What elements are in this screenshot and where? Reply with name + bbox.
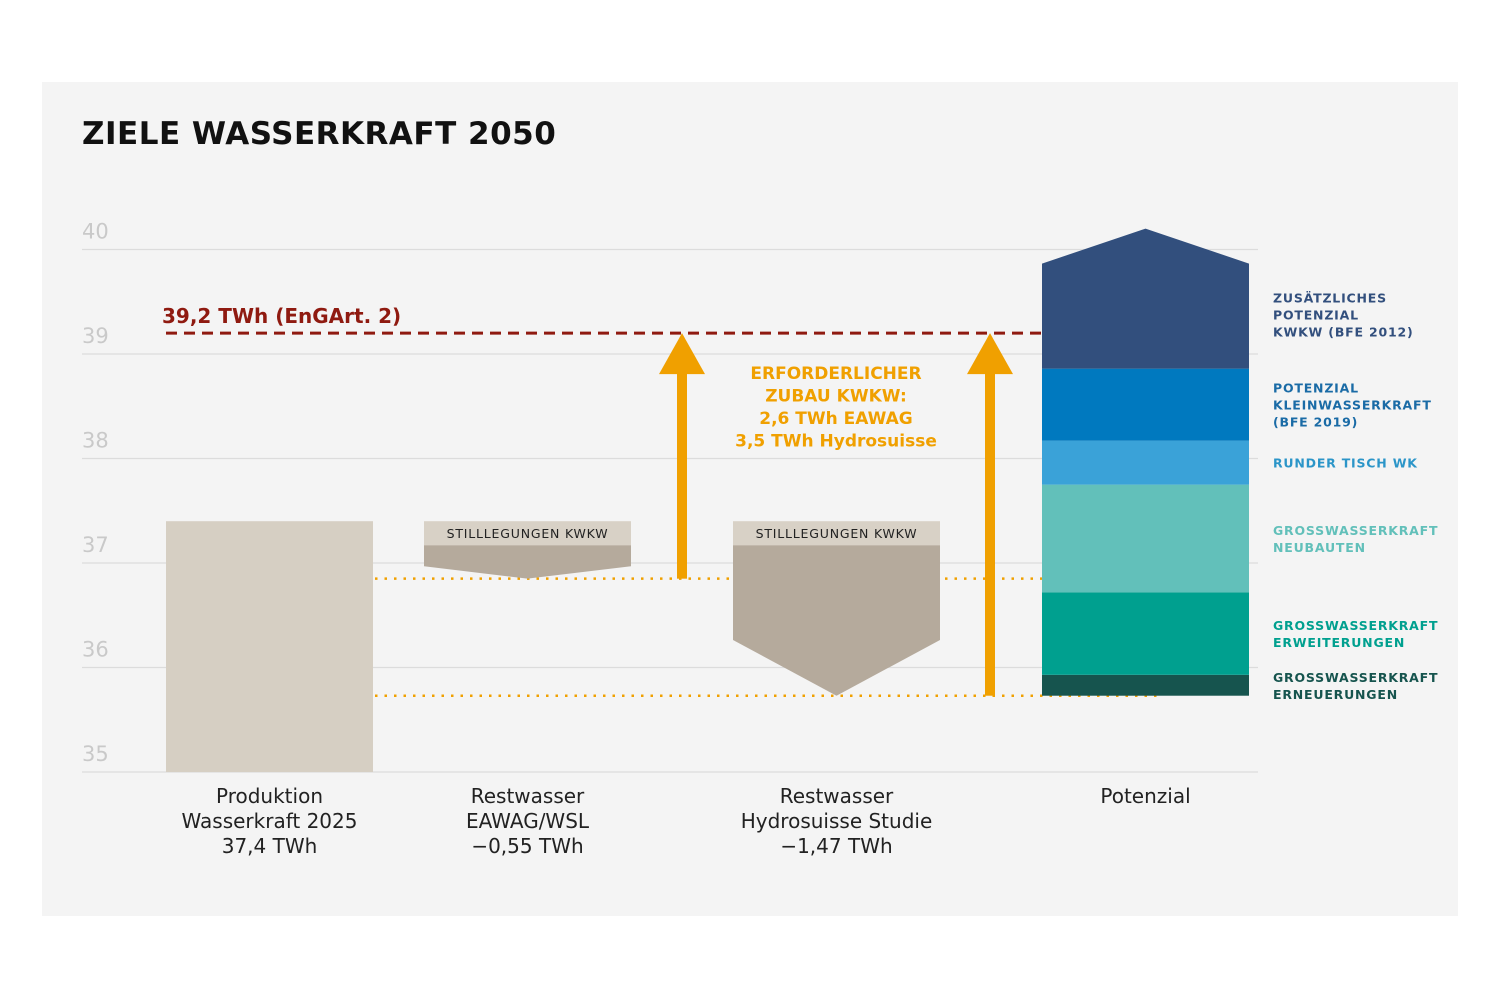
category-label: Potenzial bbox=[1100, 784, 1190, 808]
arrow-shaft bbox=[677, 373, 687, 579]
category-label: Wasserkraft 2025 bbox=[182, 809, 358, 833]
arrows bbox=[659, 333, 1013, 696]
required-addition-label: ERFORDERLICHER bbox=[750, 364, 921, 384]
stack-legend-label: GROSSWASSERKRAFT bbox=[1273, 618, 1438, 633]
bar-stilllegungen bbox=[424, 521, 631, 546]
category-label: −0,55 TWh bbox=[471, 834, 583, 858]
stack-segment bbox=[1042, 440, 1249, 485]
y-tick-label: 37 bbox=[82, 533, 109, 557]
bars bbox=[166, 228, 1249, 772]
category-label: 37,4 TWh bbox=[222, 834, 318, 858]
stack-legend-label: NEUBAUTEN bbox=[1273, 540, 1366, 555]
y-tick-label: 38 bbox=[82, 429, 109, 453]
stack-legend-label: ERWEITERUNGEN bbox=[1273, 635, 1405, 650]
stilllegungen-label: STILLLEGUNGEN KWKW bbox=[756, 526, 918, 541]
stack-legend-label: (BFE 2019) bbox=[1273, 415, 1358, 430]
category-label: Produktion bbox=[216, 784, 323, 808]
required-addition-label: 3,5 TWh Hydrosuisse bbox=[735, 432, 937, 452]
stack-legend-label: GROSSWASSERKRAFT bbox=[1273, 523, 1438, 538]
category-label: Hydrosuisse Studie bbox=[741, 809, 933, 833]
y-tick-label: 39 bbox=[82, 324, 109, 348]
stack-legend-label: POTENZIAL bbox=[1273, 307, 1359, 322]
y-tick-label: 35 bbox=[82, 742, 109, 766]
stack-legend-label: ZUSÄTZLICHES bbox=[1273, 290, 1387, 305]
stack-segment bbox=[1042, 674, 1249, 696]
category-label: Restwasser bbox=[780, 784, 894, 808]
category-label: −1,47 TWh bbox=[780, 834, 892, 858]
category-label: Restwasser bbox=[471, 784, 585, 808]
required-addition-label: 2,6 TWh EAWAG bbox=[759, 409, 913, 429]
category-label: EAWAG/WSL bbox=[466, 809, 590, 833]
stack-segment bbox=[1042, 592, 1249, 675]
stack-legend-label: POTENZIAL bbox=[1273, 381, 1359, 396]
bar-reduction bbox=[424, 545, 631, 579]
target-label: 39,2 TWh (EnGArt. 2) bbox=[162, 304, 401, 328]
stack-legend-label: KLEINWASSERKRAFT bbox=[1273, 398, 1432, 413]
chart-title: ZIELE WASSERKRAFT 2050 bbox=[82, 116, 557, 152]
stack-segment bbox=[1042, 368, 1249, 441]
arrow-head bbox=[967, 333, 1013, 375]
bar-production bbox=[166, 521, 373, 772]
stack-legend-label: GROSSWASSERKRAFT bbox=[1273, 670, 1438, 685]
y-tick-label: 36 bbox=[82, 638, 109, 662]
stack-legend-label: RUNDER TISCH WK bbox=[1273, 456, 1418, 471]
stack-legend-label: KWKW (BFE 2012) bbox=[1273, 324, 1413, 339]
bar-stilllegungen bbox=[733, 521, 940, 546]
y-tick-label: 40 bbox=[82, 220, 109, 244]
stilllegungen-label: STILLLEGUNGEN KWKW bbox=[447, 526, 609, 541]
required-addition-label: ZUBAU KWKW: bbox=[765, 387, 907, 407]
bar-reduction bbox=[733, 545, 940, 696]
stack-segment-top bbox=[1042, 228, 1249, 369]
arrow-head bbox=[659, 333, 705, 375]
labels: STILLLEGUNGEN KWKW STILLLEGUNGEN KWKW GROS… bbox=[162, 290, 1438, 858]
stack-legend-label: ERNEUERUNGEN bbox=[1273, 687, 1398, 702]
stack-segment bbox=[1042, 484, 1249, 593]
arrow-shaft bbox=[985, 373, 995, 696]
